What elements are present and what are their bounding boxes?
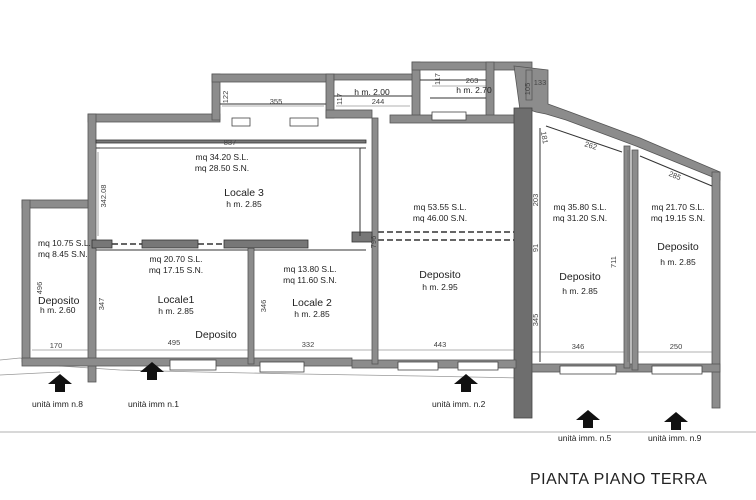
deposito-center-height: h m. 2.95 xyxy=(422,282,458,292)
deposito-center-name: Deposito xyxy=(419,269,461,281)
dim-263: 263 xyxy=(466,76,479,85)
dim-496: 496 xyxy=(35,282,44,295)
locale3-area-sn: mq 28.50 S.N. xyxy=(195,163,249,173)
arrow-up-icon xyxy=(664,412,688,430)
deposito-right2-area-sn: mq 19.15 S.N. xyxy=(651,213,705,223)
room-deposito-right2: mq 21.70 S.L. mq 19.15 S.N. Deposito h m… xyxy=(651,202,705,267)
deposito-center-area-sn: mq 46.00 S.N. xyxy=(413,213,467,223)
room-deposito-right1: mq 35.80 S.L. mq 31.20 S.N. Deposito h m… xyxy=(553,202,607,296)
deposito-right1-name: Deposito xyxy=(559,271,601,283)
locale1-name: Locale1 xyxy=(158,294,195,306)
dimension-labels: 837 342.08 355 122 117 244 117 263 105 1… xyxy=(35,73,682,351)
dim-837: 837 xyxy=(224,138,237,147)
deposito-below-name: Deposito xyxy=(195,329,237,341)
locale2-area-sl: mq 13.80 S.L. xyxy=(284,264,337,274)
locale2-name: Locale 2 xyxy=(292,297,332,309)
dim-91: 91 xyxy=(531,244,540,252)
dim-796: 796 xyxy=(369,236,378,249)
windows xyxy=(169,111,703,375)
unit-5-label: unità imm. n.5 xyxy=(558,433,612,443)
annex-labels: h m. 2.00 h m. 2.70 xyxy=(354,85,492,97)
unit-9-label: unità imm. n.9 xyxy=(648,433,702,443)
dim-443: 443 xyxy=(434,340,447,349)
dim-250: 250 xyxy=(670,342,683,351)
dim-711: 711 xyxy=(609,256,618,268)
dim-262: 262 xyxy=(583,139,598,151)
arrow-up-icon xyxy=(576,410,600,428)
unit-8-label: unità imm n.8 xyxy=(32,399,83,409)
unit-1-label: unità imm n.1 xyxy=(128,399,179,409)
deposito-left-area-sn: mq 8.45 S.N. xyxy=(38,249,88,259)
room-locale2: mq 13.80 S.L. mq 11.60 S.N. Locale 2 h m… xyxy=(283,264,337,319)
deposito-right2-name: Deposito xyxy=(657,241,699,253)
deposito-center-area-sl: mq 53.55 S.L. xyxy=(414,202,467,212)
room-deposito-center: mq 53.55 S.L. mq 46.00 S.N. Deposito h m… xyxy=(413,202,467,292)
unit-2-label: unità imm. n.2 xyxy=(432,399,486,409)
deposito-left-name: Deposito xyxy=(38,295,80,307)
dim-346a: 346 xyxy=(259,300,268,313)
room-deposito-left: mq 10.75 S.L. mq 8.45 S.N. Deposito h m.… xyxy=(38,238,91,315)
dim-133: 133 xyxy=(534,78,547,87)
beams xyxy=(91,139,373,249)
locale3-height: h m. 2.85 xyxy=(226,199,262,209)
dim-105: 105 xyxy=(523,83,532,96)
dashed-beams xyxy=(112,231,514,245)
deposito-left-height: h m. 2.60 xyxy=(40,305,76,315)
locale1-area-sl: mq 20.70 S.L. xyxy=(150,254,203,264)
dim-346b: 346 xyxy=(572,342,585,351)
dim-117b: 117 xyxy=(433,73,442,85)
dim-117a: 117 xyxy=(335,93,344,105)
dim-203: 203 xyxy=(531,194,540,207)
deposito-right2-height: h m. 2.85 xyxy=(660,257,696,267)
dimension-lines xyxy=(32,85,712,362)
dim-347: 347 xyxy=(97,298,106,311)
annex-mid-height: h m. 2.00 xyxy=(354,87,390,97)
dim-355: 355 xyxy=(270,97,283,106)
dim-244: 244 xyxy=(372,97,385,106)
room-locale1: mq 20.70 S.L. mq 17.15 S.N. Locale1 h m.… xyxy=(149,254,237,341)
arrow-up-icon xyxy=(454,374,478,392)
dim-495: 495 xyxy=(168,338,181,347)
dim-345: 345 xyxy=(531,314,540,327)
locale1-area-sn: mq 17.15 S.N. xyxy=(149,265,203,275)
dim-332: 332 xyxy=(302,340,315,349)
dim-342: 342.08 xyxy=(99,185,108,208)
deposito-right1-height: h m. 2.85 xyxy=(562,286,598,296)
locale3-area-sl: mq 34.20 S.L. xyxy=(196,152,249,162)
dim-181: 181 xyxy=(539,131,550,145)
dim-285: 285 xyxy=(667,169,682,182)
entrance-arrows xyxy=(48,362,688,430)
unit-labels: unità imm n.8 unità imm n.1 unità imm. n… xyxy=(32,399,702,443)
locale2-height: h m. 2.85 xyxy=(294,309,330,319)
room-locale3: mq 34.20 S.L. mq 28.50 S.N. Locale 3 h m… xyxy=(195,152,264,209)
deposito-right1-area-sn: mq 31.20 S.N. xyxy=(553,213,607,223)
annex-right-height: h m. 2.70 xyxy=(456,85,492,95)
locale2-area-sn: mq 11.60 S.N. xyxy=(283,275,337,285)
dim-170: 170 xyxy=(50,341,63,350)
arrow-up-icon xyxy=(48,374,72,392)
arrow-up-icon xyxy=(140,362,164,380)
deposito-right2-area-sl: mq 21.70 S.L. xyxy=(652,202,705,212)
dim-122: 122 xyxy=(221,91,230,104)
locale3-name: Locale 3 xyxy=(224,187,264,199)
plan-title: PIANTA PIANO TERRA xyxy=(530,471,707,488)
locale1-height: h m. 2.85 xyxy=(158,306,194,316)
deposito-right1-area-sl: mq 35.80 S.L. xyxy=(554,202,607,212)
deposito-left-area-sl: mq 10.75 S.L. xyxy=(38,238,91,248)
